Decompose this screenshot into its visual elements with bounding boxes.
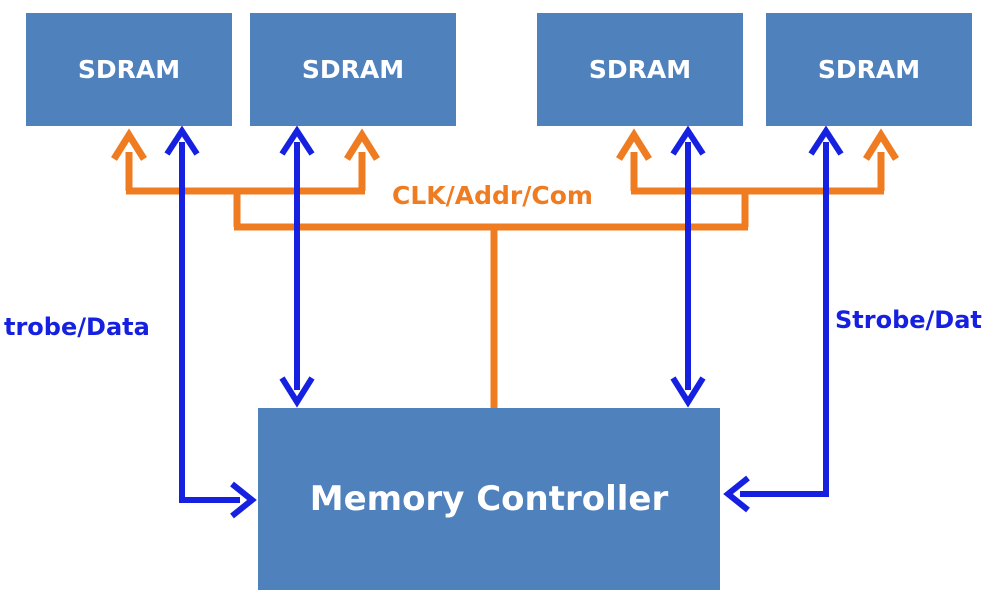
data-line-sdram4	[740, 142, 829, 497]
sdram-block-3: SDRAM	[537, 13, 743, 126]
data-arrowhead-sdram1-controller	[230, 481, 257, 519]
data-lines	[179, 142, 829, 503]
sdram-block-4: SDRAM	[766, 13, 972, 126]
sdram-label: SDRAM	[301, 55, 405, 84]
bus-arrowheads	[111, 128, 899, 161]
bus-arrowhead-sdram3	[616, 128, 652, 161]
sdram-label: SDRAM	[77, 55, 181, 84]
data-arrowhead-sdram3-top	[670, 125, 706, 156]
data-arrowhead-sdram4-controller	[723, 475, 750, 513]
sdram-label: SDRAM	[588, 55, 692, 84]
clk-addr-com-bus	[125, 152, 885, 408]
sdram-block-1: SDRAM	[26, 13, 232, 126]
data-arrowheads	[164, 125, 844, 519]
data-arrowhead-sdram3-bottom	[670, 376, 706, 408]
bus-arrowhead-sdram1	[111, 128, 147, 161]
sdram-label: SDRAM	[817, 55, 921, 84]
strobe-data-label-right: Strobe/Dat	[835, 306, 982, 334]
memory-controller-block: Memory Controller	[258, 408, 720, 590]
data-arrowhead-sdram4-top	[808, 125, 844, 156]
data-arrowhead-sdram1-top	[164, 125, 200, 156]
data-line-sdram1	[179, 142, 240, 503]
memory-controller-label: Memory Controller	[309, 479, 669, 519]
bus-arrowhead-sdram4	[863, 128, 899, 161]
bus-label: CLK/Addr/Com	[392, 181, 593, 210]
data-arrowhead-sdram2-top	[279, 125, 315, 156]
data-arrowhead-sdram2-bottom	[279, 376, 315, 408]
bus-arrowhead-sdram2	[344, 128, 380, 161]
strobe-data-label-left: trobe/Data	[4, 313, 150, 341]
sdram-block-2: SDRAM	[250, 13, 456, 126]
